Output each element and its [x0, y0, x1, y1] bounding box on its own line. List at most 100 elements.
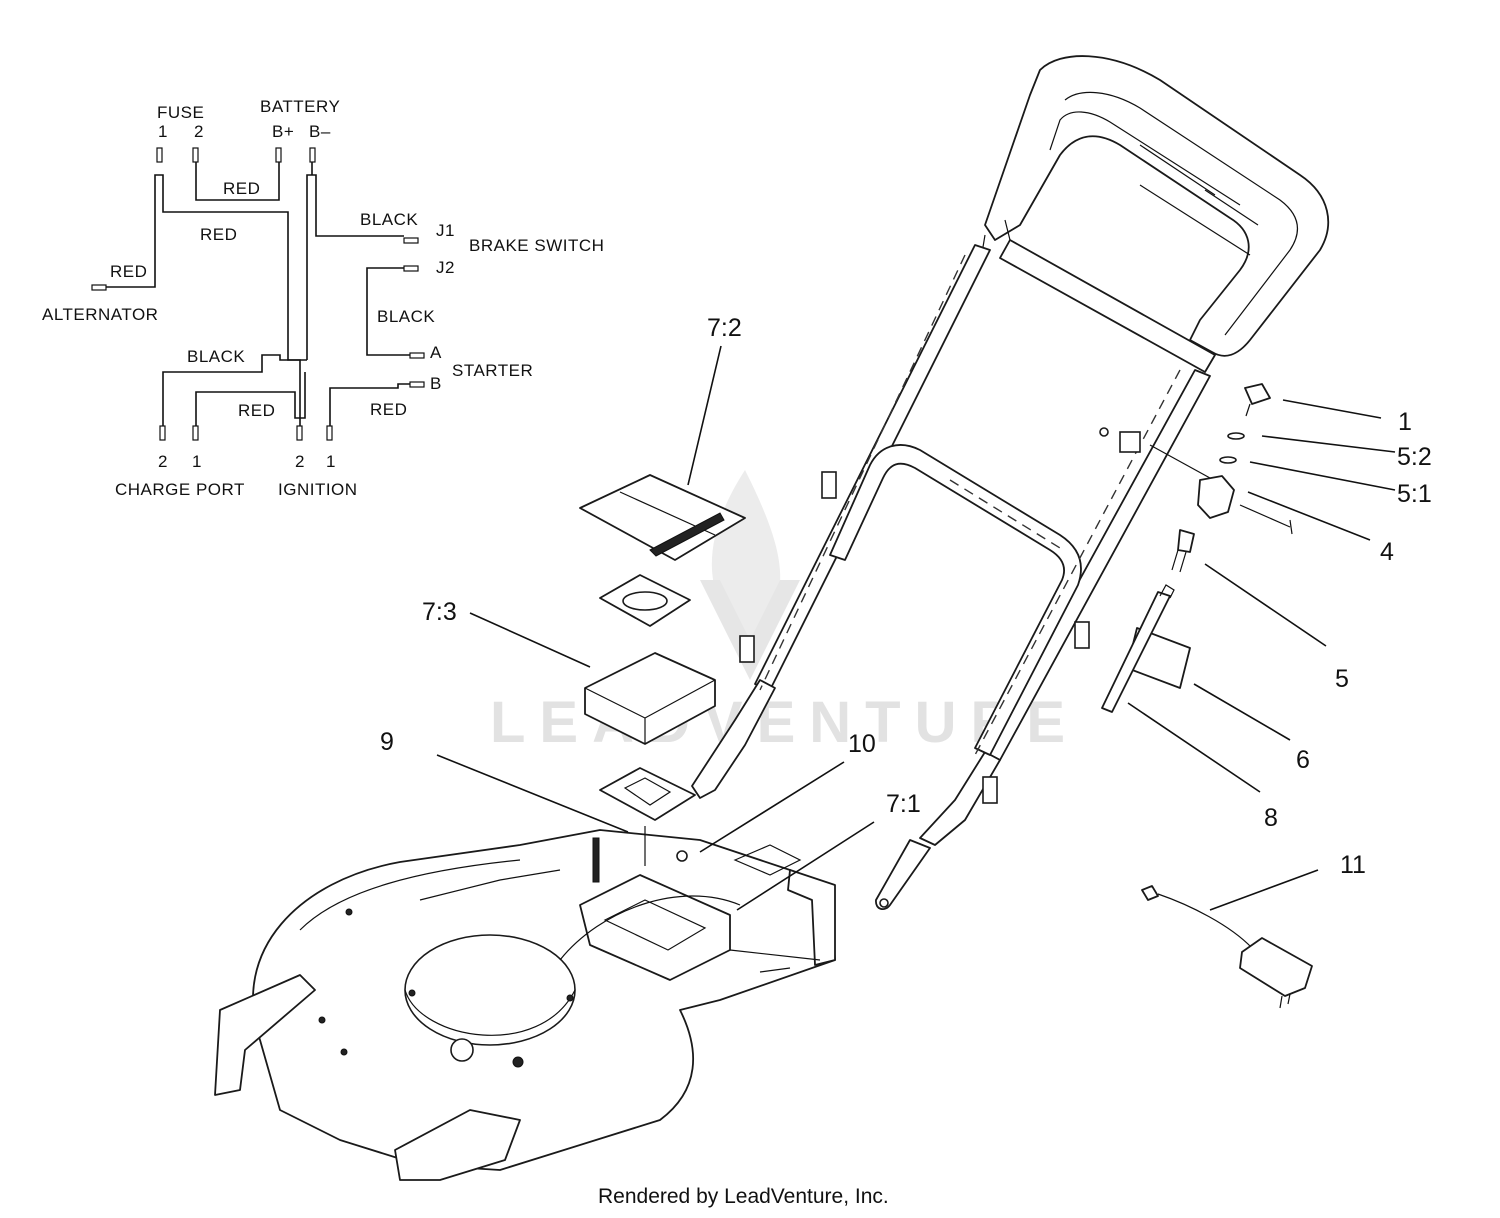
wire-fuse-alternator: [106, 174, 159, 288]
wire-label-red-starter: RED: [370, 400, 407, 419]
j2-connector: [403, 265, 419, 272]
callout-6: 6: [1296, 746, 1310, 774]
battery-neg-connector: [309, 147, 316, 163]
j2-label: J2: [436, 258, 455, 277]
callout-10: 10: [848, 730, 876, 758]
handle-cross-bar: [999, 239, 1216, 373]
callout-7-1: 7:1: [886, 790, 921, 818]
starter-a-connector: [409, 352, 425, 359]
fuse-pin2-label: 2: [194, 122, 204, 141]
battery-stack: [579, 474, 746, 821]
part-9-bolt: [592, 837, 600, 883]
alternator-label: ALTERNATOR: [42, 305, 158, 324]
starter-b-label: B: [430, 374, 442, 393]
callout-7-2: 7:2: [707, 314, 742, 342]
fuse-pin1-connector: [156, 147, 163, 163]
battery-pos-label: B+: [272, 122, 294, 141]
battery-tray: [599, 767, 696, 821]
wire-label-red-fuse-battery: RED: [223, 179, 260, 198]
handle-clip-lower-left: [739, 635, 755, 663]
callout-5-2: 5:2: [1397, 443, 1432, 471]
callout-1: 1: [1398, 408, 1412, 436]
handle-bail-loop: [829, 444, 1082, 756]
charge-port-label: CHARGE PORT: [115, 480, 245, 499]
handle-clip-upper-left: [821, 471, 837, 499]
handle-clip-lower-right: [982, 776, 998, 804]
wire-brake-starter: [366, 267, 410, 356]
part-11-charger-plug: [1141, 885, 1159, 901]
handle-right-tube: [984, 369, 1211, 761]
part-5-1-nut: [1219, 456, 1237, 464]
starter-label: STARTER: [452, 361, 533, 380]
handle-right-lower: [919, 751, 1001, 846]
part-5-switch-connector: [1177, 529, 1195, 553]
deck-spindle: [450, 1038, 474, 1062]
charge-pin1-label: 1: [192, 452, 202, 471]
wire-starter-ignition: [329, 383, 410, 426]
wire-label-red-ignition: RED: [238, 401, 275, 420]
callout-4: 4: [1380, 538, 1394, 566]
wiring-schematic: FUSE 1 2 BATTERY B+ B– RED RED RED ALTER…: [42, 97, 604, 499]
handle-assembly: [691, 55, 1329, 911]
charge-pin2-connector: [159, 425, 166, 441]
leader-lines: [436, 345, 1396, 911]
part-7-2-battery-cover: [579, 474, 746, 561]
alternator-connector: [91, 284, 107, 291]
wire-label-black-starter: BLACK: [377, 307, 435, 326]
part-4-switch-housing: [1197, 475, 1235, 519]
wire-label-red-fuse-ignition: RED: [200, 225, 237, 244]
handle-clip-upper-right: [1074, 621, 1090, 649]
deck-front-bumper: [214, 974, 316, 1096]
wire-fuse-battery: [195, 162, 280, 201]
handle-left-lower: [691, 679, 776, 799]
deck-rear-bumper: [394, 1109, 521, 1181]
callout-5: 5: [1335, 665, 1349, 693]
handle-bracket-arm: [875, 839, 931, 911]
callout-8: 8: [1264, 804, 1278, 832]
ignition-pin1-label: 1: [326, 452, 336, 471]
charge-pin1-connector: [192, 425, 199, 441]
callout-7-3: 7:3: [422, 598, 457, 626]
ignition-pin1-connector: [326, 425, 333, 441]
mower-deck: [214, 826, 836, 1181]
wire-label-black-charge: BLACK: [187, 347, 245, 366]
handle-upper-grip: [984, 55, 1329, 357]
battery-label: BATTERY: [260, 97, 340, 116]
footer-credit: Rendered by LeadVenture, Inc.: [598, 1185, 889, 1208]
callout-11: 11: [1340, 851, 1366, 879]
wire-battery-charge: [162, 354, 307, 426]
part-10-screw: [676, 850, 688, 862]
ignition-pin2-connector: [296, 425, 303, 441]
starter-a-label: A: [430, 343, 442, 362]
battery-pos-connector: [275, 147, 282, 163]
callouts: 1 5:2 5:1 4 5 6 8 11 7:2 7:3 9 10 7:1: [380, 314, 1432, 879]
wire-battery-brake: [306, 162, 404, 360]
j1-label: J1: [436, 221, 455, 240]
callout-5-1: 5:1: [1397, 480, 1432, 508]
part-7-3-battery-pack: [584, 652, 716, 745]
part-11-charger-body: [1239, 937, 1313, 997]
ignition-parts: [1101, 383, 1293, 713]
switch-bracket: [1119, 431, 1141, 453]
charge-pin2-label: 2: [158, 452, 168, 471]
fuse-pin2-connector: [192, 147, 199, 163]
ignition-label: IGNITION: [278, 480, 358, 499]
ignition-pin2-label: 2: [295, 452, 305, 471]
charger-assembly: [1141, 885, 1313, 1009]
battery-cover-hatch: [649, 512, 725, 557]
j1-connector: [403, 237, 419, 244]
switch-bracket-nut: [1099, 427, 1109, 437]
wire-charge-ignition: [195, 372, 306, 426]
wire-fuse-ignition: [159, 174, 301, 426]
battery-neg-label: B–: [309, 122, 331, 141]
part-1-ignition-key: [1244, 383, 1271, 405]
starter-b-connector: [409, 381, 425, 388]
part-8-key-shaft: [1101, 591, 1171, 713]
wire-label-black-brake: BLACK: [360, 210, 418, 229]
brake-switch-label: BRAKE SWITCH: [469, 236, 604, 255]
deck-rear-frame: [787, 869, 836, 966]
deck-blade-opening: [404, 934, 576, 1046]
fuse-label: FUSE: [157, 103, 204, 122]
fuse-pin1-label: 1: [158, 122, 168, 141]
